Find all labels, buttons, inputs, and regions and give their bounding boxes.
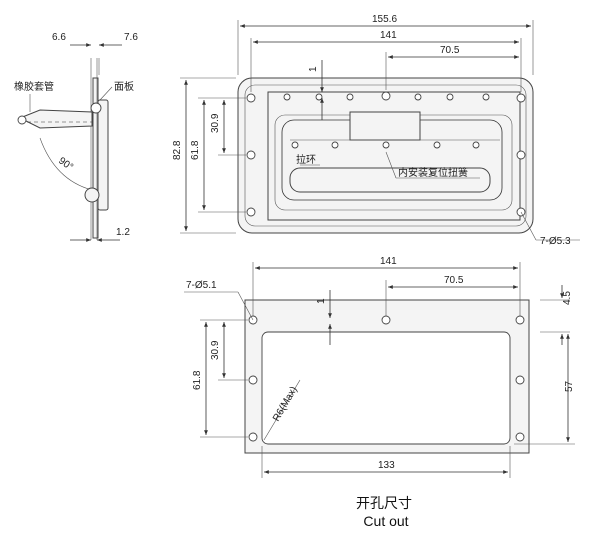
cutout-dim-57: 57 (564, 380, 575, 392)
cutout-opening (261, 331, 511, 445)
label-rubber-sleeve: 橡胶套管 (14, 80, 54, 93)
cutout-dim-4-5: 4.5 (562, 291, 573, 305)
dim-30-9: 30.9 (210, 113, 221, 133)
dim-141: 141 (380, 30, 397, 41)
cutout-dim-61-8: 61.8 (192, 370, 203, 390)
label-panel: 面板 (114, 80, 134, 93)
label-return-spring: 内安装复位扭簧 (398, 166, 468, 179)
dim-82-8: 82.8 (172, 140, 183, 160)
cutout-view: 141 70.5 1 4.5 57 61.8 30.9 133 (184, 256, 575, 478)
dim-155-6: 155.6 (372, 14, 397, 25)
dim-61-8: 61.8 (190, 140, 201, 160)
dim-1: 1 (308, 66, 319, 72)
rotation-arc (39, 137, 93, 191)
side-handle-body (97, 99, 109, 211)
hinge-block (349, 111, 421, 141)
rubber-sleeve (18, 109, 93, 129)
cutout-dim-30-9: 30.9 (210, 340, 221, 360)
cutout-dim-1: 1 (316, 298, 327, 304)
caption-english: Cut out (363, 513, 408, 529)
cutout-dim-141: 141 (380, 256, 397, 267)
caption-chinese: 开孔尺寸 (356, 496, 412, 512)
cutout-dim-133: 133 (378, 460, 395, 471)
label-pull-ring: 拉环 (296, 153, 316, 166)
hole-callout-front: 7-Ø5.3 (540, 236, 571, 247)
dim-70-5: 70.5 (440, 45, 460, 56)
side-view: 6.6 7.6 1.2 橡胶套管 面板 90° (14, 32, 138, 242)
pull-handle-grip (289, 167, 491, 193)
cutout-dim-70-5: 70.5 (444, 275, 464, 286)
dim-7-6: 7.6 (124, 32, 138, 43)
handle-grip-down (84, 187, 100, 203)
front-view: 155.6 141 70.5 1 82.8 61.8 30.9 拉环 内安装复位… (172, 14, 580, 247)
dim-1-2: 1.2 (116, 227, 130, 238)
hole-callout-cutout: 7-Ø5.1 (186, 280, 217, 291)
dim-6-6: 6.6 (52, 32, 66, 43)
